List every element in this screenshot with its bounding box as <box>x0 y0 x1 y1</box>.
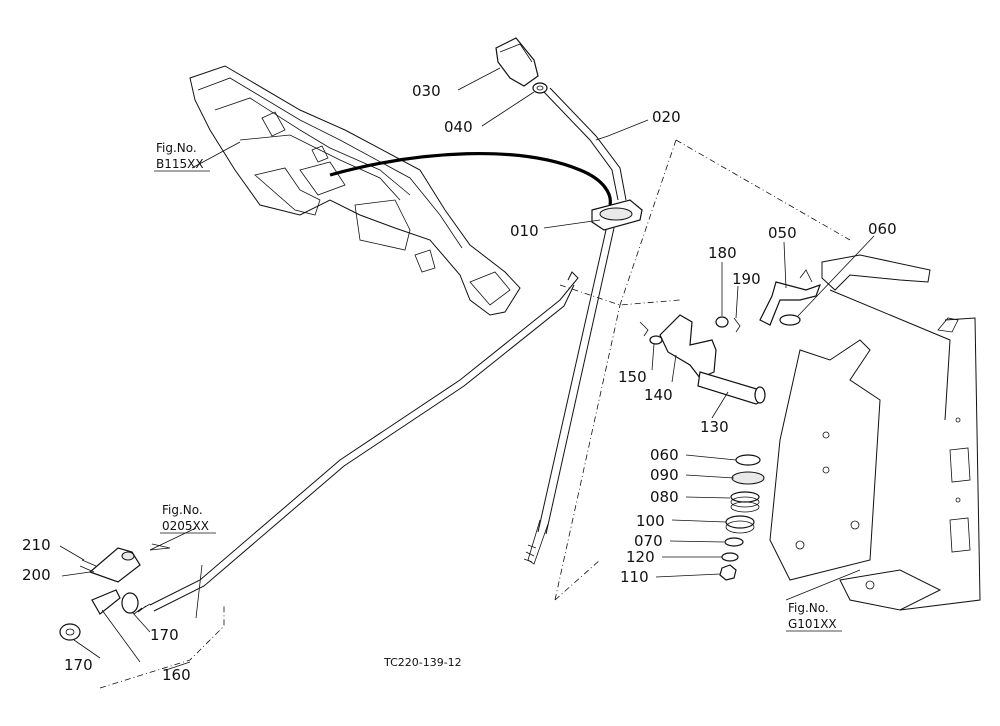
nut-040 <box>532 82 548 94</box>
callout-110: 110 <box>620 568 649 586</box>
bracket-050 <box>759 269 821 326</box>
callout-090: 090 <box>650 466 679 484</box>
callout-130: 130 <box>700 418 729 436</box>
reference-outline <box>554 139 851 601</box>
callout-200: 200 <box>22 566 51 584</box>
collar-100 <box>725 515 755 529</box>
callout-190: 190 <box>732 270 761 288</box>
fig-ref-b115-label: Fig.No. <box>156 141 197 155</box>
washer-060 <box>735 454 761 466</box>
frame-structure <box>769 254 981 611</box>
arm-140 <box>659 314 717 379</box>
figure-references: Fig.No. B115XX Fig.No. 0205XX Fig.No. G1… <box>154 141 842 632</box>
callout-060-stack: 060 <box>650 446 679 464</box>
shaft-130 <box>697 371 765 405</box>
part-stack <box>719 454 765 581</box>
callout-210: 210 <box>22 536 51 554</box>
knob-030 <box>495 37 539 87</box>
callout-040: 040 <box>444 118 473 136</box>
callout-180: 180 <box>708 244 737 262</box>
callout-170-lower: 170 <box>64 656 93 674</box>
dashboard-panel <box>189 65 521 316</box>
drawing-code: TC220-139-12 <box>383 656 462 669</box>
fig-ref-g101-label: Fig.No. <box>788 601 829 615</box>
fig-ref-g101-code: G101XX <box>788 617 837 631</box>
disc-090 <box>731 471 765 485</box>
leader-lines <box>59 67 875 671</box>
callout-060-top: 060 <box>868 220 897 238</box>
washer-060-top <box>779 314 801 326</box>
callout-170-upper: 170 <box>150 626 179 644</box>
fig-ref-b115-code: B115XX <box>156 157 204 171</box>
callout-010: 010 <box>510 222 539 240</box>
link-rod <box>133 271 579 615</box>
lever-assembly <box>495 37 643 565</box>
washer-180 <box>715 316 729 328</box>
throttle-cable <box>329 151 612 206</box>
nut-110 <box>719 564 737 581</box>
fig-ref-0205-label: Fig.No. <box>162 503 203 517</box>
callout-labels: 030 040 020 010 180 190 050 060 150 140 … <box>22 82 897 684</box>
callout-150: 150 <box>618 368 647 386</box>
nut-170 <box>59 623 81 641</box>
callout-140: 140 <box>644 386 673 404</box>
washer-120 <box>721 552 739 562</box>
callout-120: 120 <box>626 548 655 566</box>
rod-end-170 <box>91 589 121 615</box>
callout-100: 100 <box>636 512 665 530</box>
callout-160: 160 <box>162 666 191 684</box>
washer-150 <box>649 335 663 345</box>
lower-linkage <box>59 543 225 689</box>
pivot-bracket <box>639 314 766 405</box>
callout-080: 080 <box>650 488 679 506</box>
callout-020: 020 <box>652 108 681 126</box>
fig-ref-0205-code: 0205XX <box>162 519 209 533</box>
callout-050: 050 <box>768 224 797 242</box>
callout-030: 030 <box>412 82 441 100</box>
washer-070 <box>724 537 744 547</box>
callout-070: 070 <box>634 532 663 550</box>
